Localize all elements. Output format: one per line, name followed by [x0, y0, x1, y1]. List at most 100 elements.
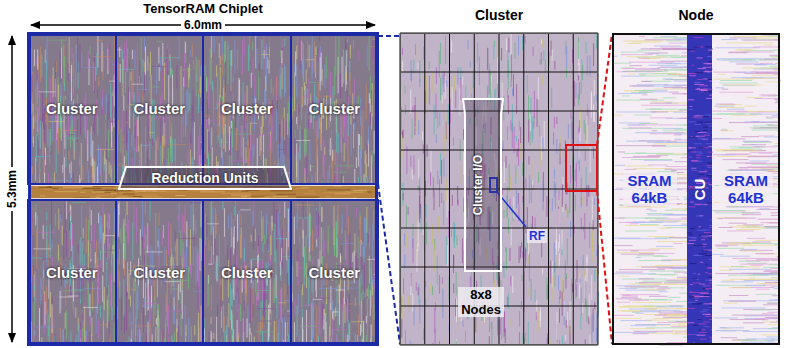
texture-stroke — [136, 120, 137, 152]
texture-stroke — [71, 289, 84, 290]
texture-stroke — [346, 300, 347, 307]
texture-stroke — [291, 293, 292, 303]
texture-stroke — [101, 43, 102, 72]
texture-stroke — [51, 201, 52, 230]
texture-stroke — [260, 322, 261, 332]
texture-stroke — [171, 335, 172, 345]
texture-stroke — [146, 251, 162, 252]
texture-stroke — [220, 67, 221, 97]
texture-stroke — [134, 50, 135, 68]
texture-stroke — [366, 316, 367, 323]
texture-stroke — [280, 50, 281, 57]
texture-stroke — [256, 35, 257, 68]
texture-stroke — [377, 158, 378, 169]
texture-stroke — [41, 278, 42, 302]
texture-stroke — [332, 317, 333, 345]
texture-stroke — [249, 123, 257, 124]
texture-stroke — [145, 235, 146, 266]
texture-stroke — [317, 148, 318, 160]
texture-stroke — [365, 150, 366, 184]
texture-stroke — [280, 290, 281, 320]
texture-stroke — [258, 235, 259, 254]
texture-stroke — [149, 132, 155, 133]
texture-stroke — [145, 283, 146, 316]
texture-stroke — [133, 285, 134, 324]
texture-stroke — [358, 177, 359, 184]
texture-stroke — [198, 94, 199, 113]
texture-stroke — [101, 151, 102, 173]
texture-stroke — [345, 231, 346, 260]
texture-stroke — [116, 125, 117, 158]
texture-stroke — [208, 79, 209, 109]
texture-stroke — [263, 134, 264, 152]
texture-stroke — [75, 307, 76, 317]
texture-stroke — [366, 84, 367, 120]
texture-stroke — [75, 339, 76, 345]
texture-stroke — [63, 290, 82, 291]
texture-stroke — [142, 236, 143, 257]
texture-stroke — [114, 190, 131, 191]
texture-stroke — [40, 47, 41, 82]
texture-stroke — [110, 274, 111, 307]
texture-stroke — [371, 206, 378, 207]
texture-stroke — [368, 140, 369, 166]
texture-stroke — [131, 136, 132, 147]
texture-stroke — [120, 229, 121, 244]
texture-stroke — [375, 38, 376, 75]
texture-stroke — [185, 109, 186, 137]
texture-stroke — [78, 245, 79, 253]
texture-stroke — [373, 39, 378, 40]
texture-stroke — [93, 56, 111, 57]
texture-stroke — [204, 154, 205, 164]
texture-stroke — [254, 337, 255, 345]
texture-stroke — [208, 264, 213, 265]
texture-stroke — [372, 83, 373, 117]
texture-stroke — [280, 67, 281, 99]
texture-stroke — [219, 43, 220, 58]
texture-stroke — [296, 66, 297, 96]
texture-stroke — [243, 310, 244, 317]
texture-stroke — [137, 42, 138, 78]
texture-stroke — [313, 299, 322, 300]
texture-stroke — [43, 261, 44, 294]
texture-stroke — [115, 106, 116, 126]
texture-stroke — [95, 161, 96, 184]
texture-stroke — [106, 228, 107, 262]
texture-stroke — [85, 302, 86, 324]
texture-stroke — [238, 303, 239, 337]
texture-stroke — [114, 208, 115, 233]
texture-stroke — [305, 323, 320, 324]
texture-stroke — [219, 44, 220, 70]
texture-stroke — [324, 241, 325, 257]
texture-stroke — [374, 257, 375, 290]
texture-stroke — [231, 50, 232, 66]
texture-stroke — [190, 229, 191, 264]
texture-stroke — [104, 215, 105, 244]
texture-stroke — [126, 39, 127, 72]
texture-stroke — [131, 321, 132, 345]
texture-stroke — [304, 305, 316, 306]
texture-stroke — [119, 192, 139, 193]
texture-stroke — [252, 42, 253, 51]
texture-stroke — [69, 341, 70, 345]
texture-stroke — [31, 100, 32, 114]
texture-stroke — [324, 64, 325, 88]
texture-stroke — [308, 119, 309, 127]
texture-stroke — [278, 319, 279, 345]
texture-stroke — [315, 46, 316, 55]
texture-stroke — [369, 33, 370, 71]
texture-stroke — [86, 217, 87, 253]
texture-stroke — [71, 161, 72, 178]
texture-stroke — [369, 93, 370, 103]
texture-stroke — [283, 256, 291, 257]
texture-stroke — [160, 58, 161, 71]
texture-stroke — [214, 34, 215, 52]
texture-stroke — [125, 214, 126, 225]
texture-stroke — [92, 282, 93, 311]
texture-stroke — [239, 211, 240, 241]
texture-stroke — [35, 271, 36, 302]
texture-stroke — [315, 47, 316, 55]
texture-stroke — [307, 41, 308, 73]
texture-stroke — [128, 220, 129, 244]
texture-stroke — [329, 165, 330, 179]
